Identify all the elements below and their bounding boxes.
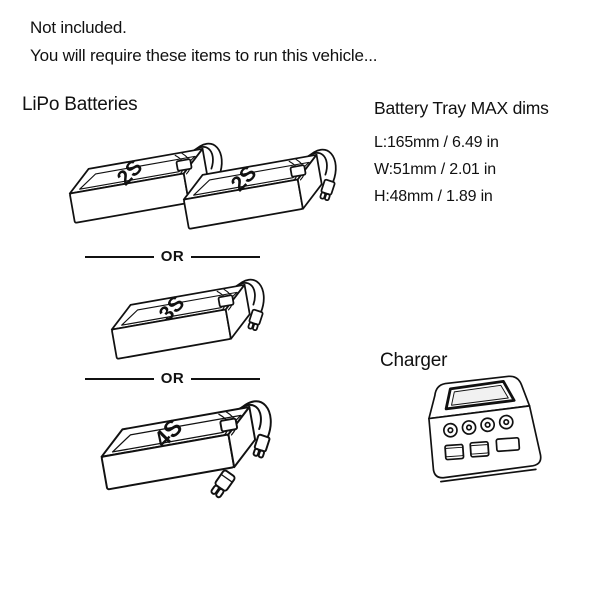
divider-line <box>85 377 154 380</box>
battery-2s-icon: 2S <box>64 140 230 224</box>
divider-line <box>191 377 260 380</box>
charger-icon <box>428 375 542 483</box>
battery-3s-icon: 3S <box>106 276 272 360</box>
battery-2s-second-icon: 2S <box>178 146 344 230</box>
or-separator-1: OR <box>85 248 260 265</box>
bullet-connector-icon <box>210 469 236 499</box>
not-included-line2: You will require these items to run this… <box>30 46 378 65</box>
battery-tray-dims: Battery Tray MAX dims L:165mm / 6.49 in … <box>374 98 549 210</box>
battery-tray-dims-title: Battery Tray MAX dims <box>374 98 549 118</box>
lipo-batteries-title: LiPo Batteries <box>22 94 138 115</box>
not-included-note: Not included. You will require these ite… <box>30 14 377 70</box>
or-label: OR <box>160 370 185 387</box>
divider-line <box>85 255 154 258</box>
or-separator-2: OR <box>85 370 260 387</box>
tray-dim-width: W:51mm / 2.01 in <box>374 161 496 178</box>
divider-line <box>191 255 260 258</box>
battery-4s-icon: 4S <box>95 398 279 499</box>
not-included-line1: Not included. <box>30 18 127 37</box>
charger-title: Charger <box>380 350 448 371</box>
tray-dim-length: L:165mm / 6.49 in <box>374 134 499 151</box>
tray-dim-height: H:48mm / 1.89 in <box>374 188 493 205</box>
or-label: OR <box>160 248 185 265</box>
